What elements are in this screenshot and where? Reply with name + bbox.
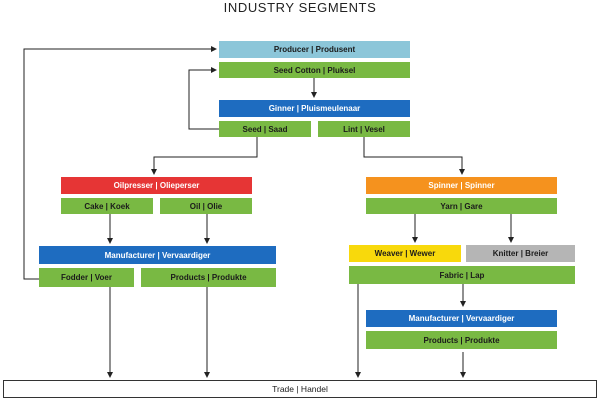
- node-products-left: Products | Produkte: [141, 268, 276, 287]
- node-trade: Trade | Handel: [3, 380, 597, 398]
- node-manufacturer-right: Manufacturer | Vervaardiger: [366, 310, 557, 327]
- node-ginner: Ginner | Pluismeulenaar: [219, 100, 410, 117]
- node-products-right: Products | Produkte: [366, 331, 557, 349]
- arrow-lint-to-spinner: [363, 137, 465, 175]
- arrow-fodder-to-producer: [23, 46, 217, 280]
- node-weaver: Weaver | Wewer: [349, 245, 461, 262]
- node-yarn: Yarn | Gare: [366, 198, 557, 214]
- node-manufacturer-left: Manufacturer | Vervaardiger: [39, 246, 276, 264]
- diagram-title: INDUSTRY SEGMENTS: [223, 0, 377, 15]
- node-knitter: Knitter | Breier: [466, 245, 575, 262]
- node-oilpresser: Oilpresser | Olieperser: [61, 177, 252, 194]
- node-fabric: Fabric | Lap: [349, 266, 575, 284]
- node-seed: Seed | Saad: [219, 121, 311, 137]
- node-lint: Lint | Vesel: [318, 121, 410, 137]
- node-fodder: Fodder | Voer: [39, 268, 134, 287]
- node-producer: Producer | Produsent: [219, 41, 410, 58]
- node-spinner: Spinner | Spinner: [366, 177, 557, 194]
- node-oil: Oil | Olie: [160, 198, 252, 214]
- arrow-seed-to-seedcotton: [188, 67, 219, 130]
- node-seed-cotton: Seed Cotton | Pluksel: [219, 62, 410, 78]
- node-cake: Cake | Koek: [61, 198, 153, 214]
- arrow-seed-to-oilpresser: [151, 137, 258, 175]
